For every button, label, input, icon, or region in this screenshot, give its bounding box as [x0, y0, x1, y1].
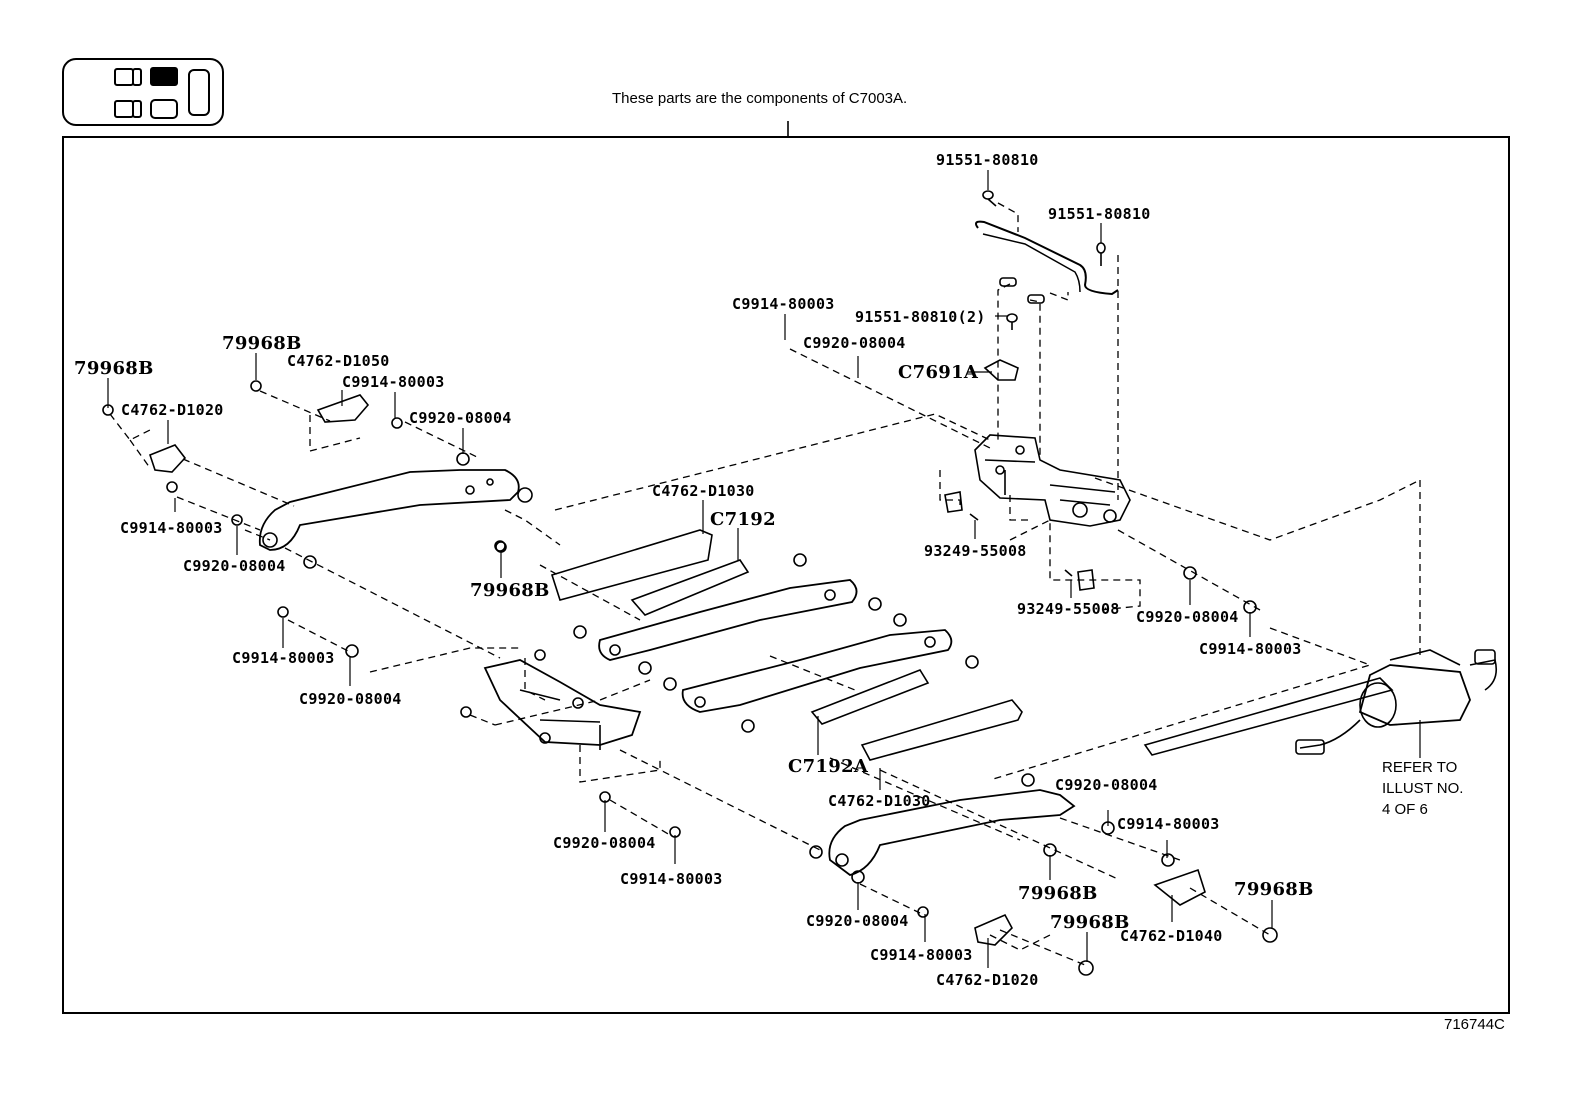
- part-label: C9920-08004: [299, 690, 402, 708]
- part-label: 91551-80810(2): [855, 308, 986, 326]
- part-label: 91551-80810: [1048, 205, 1151, 223]
- part-label: C4762-D1040: [1120, 927, 1223, 945]
- assembly-guide-lines: [109, 202, 1421, 966]
- refer-to-illustration-note: REFER TO ILLUST NO. 4 OF 6: [1382, 757, 1463, 820]
- illustration-id: 716744C: [1444, 1016, 1505, 1033]
- part-label: 79968B: [1234, 879, 1314, 900]
- part-label: C9920-08004: [553, 834, 656, 852]
- part-label: C9914-80003: [1117, 815, 1220, 833]
- highlighted-seat-icon: [150, 67, 178, 86]
- part-label: C9914-80003: [870, 946, 973, 964]
- part-label: C9920-08004: [806, 912, 909, 930]
- part-label: C9914-80003: [732, 295, 835, 313]
- header-note: These parts are the components of C7003A…: [612, 90, 908, 107]
- part-label: 79968B: [1050, 912, 1130, 933]
- part-label: 93249-55008: [1017, 600, 1120, 618]
- part-label: C7192A: [788, 756, 869, 777]
- washer-icon: [102, 380, 533, 658]
- part-label: 79968B: [74, 358, 154, 379]
- part-label: C9914-80003: [342, 373, 445, 391]
- part-label: C7691A: [898, 362, 979, 383]
- part-label: C9914-80003: [120, 519, 223, 537]
- part-label: C9914-80003: [1199, 640, 1302, 658]
- part-label: C9920-08004: [1136, 608, 1239, 626]
- refer-note-line: REFER TO: [1382, 759, 1458, 776]
- part-label: 79968B: [222, 333, 302, 354]
- part-label: C4762-D1020: [121, 401, 224, 419]
- part-label: C4762-D1050: [287, 352, 390, 370]
- part-label: C9920-08004: [1055, 776, 1158, 794]
- seat-icon: [150, 99, 178, 119]
- part-label: C4762-D1030: [652, 482, 755, 500]
- part-label: C9914-80003: [620, 870, 723, 888]
- part-label: 91551-80810: [936, 151, 1039, 169]
- part-label: C9920-08004: [183, 557, 286, 575]
- washer-icon: [460, 540, 1278, 976]
- part-label: C4762-D1030: [828, 792, 931, 810]
- part-label: C7192: [710, 509, 776, 530]
- part-label: C9920-08004: [409, 409, 512, 427]
- leader-lines: [107, 170, 1421, 968]
- seat-icon: [132, 100, 142, 118]
- refer-note-line: 4 OF 6: [1382, 801, 1428, 818]
- part-label: 93249-55008: [924, 542, 1027, 560]
- bolt-icon: [982, 190, 1106, 330]
- part-label: C9920-08004: [803, 334, 906, 352]
- seat-position-map-icon: [62, 58, 224, 126]
- seat-icon: [188, 69, 210, 116]
- refer-note-line: ILLUST NO.: [1382, 780, 1464, 797]
- part-label: 79968B: [470, 580, 550, 601]
- part-label: 79968B: [1018, 883, 1098, 904]
- part-label: C4762-D1020: [936, 971, 1039, 989]
- seat-icon: [132, 68, 142, 86]
- part-label: C9914-80003: [232, 649, 335, 667]
- diagram-frame: [62, 136, 1510, 1014]
